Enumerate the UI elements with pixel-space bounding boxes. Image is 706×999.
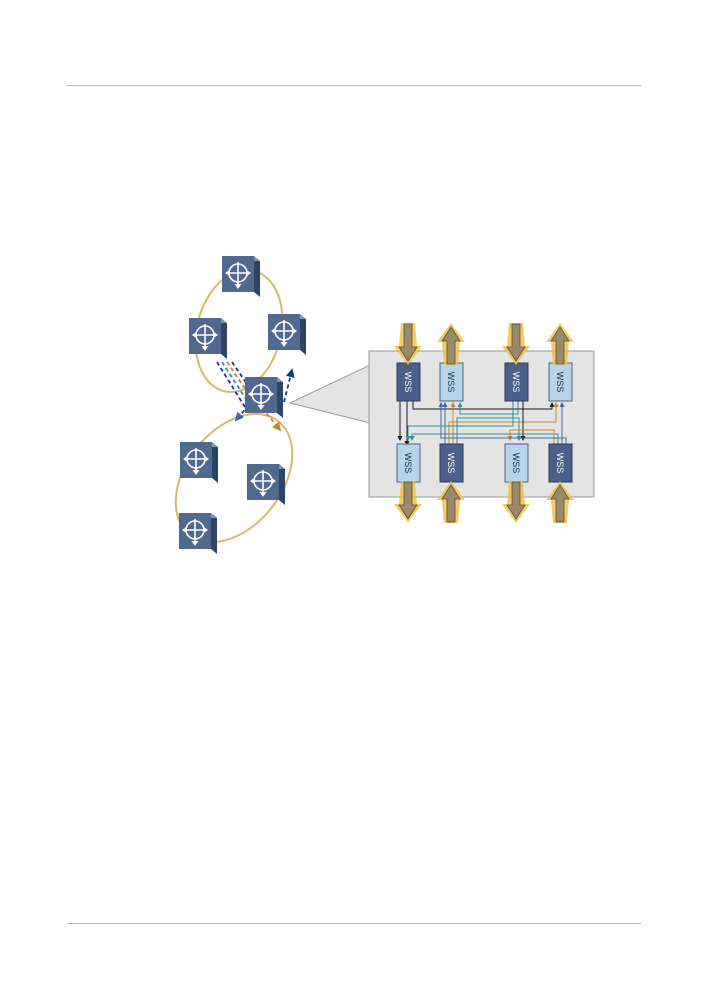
wss-bottom-4: WSS [548,443,573,483]
roadm-node-lower-right [246,463,286,506]
wss-label: WSS [511,453,521,474]
wss-label: WSS [446,372,456,393]
wss-top-4: WSS [548,362,573,402]
callout-wedge [288,364,371,424]
wss-label: WSS [511,372,521,393]
wss-label: WSS [403,372,413,393]
wss-label: WSS [446,453,456,474]
wss-bottom-2: WSS [439,443,464,483]
wss-label: WSS [555,453,565,474]
roadm-node-top [221,255,261,298]
wss-top-2: WSS [439,362,464,402]
footer-rule [67,923,641,924]
wss-label: WSS [403,453,413,474]
wss-bottom-3: WSS [504,443,529,483]
roadm-node-bottom [178,512,218,555]
lower-ring [174,413,294,543]
roadm-node-upper-left [188,317,228,360]
wss-top-1: WSS [396,362,421,402]
wss-top-3: WSS [504,362,529,402]
roadm-node-lower-left [179,441,219,484]
wss-label: WSS [555,372,565,393]
internal-connections [397,401,567,446]
roadm-node-center [244,376,284,419]
wss-bottom-1: WSS [396,443,421,483]
header-rule [67,85,641,86]
roadm-node-upper-right [267,313,307,356]
